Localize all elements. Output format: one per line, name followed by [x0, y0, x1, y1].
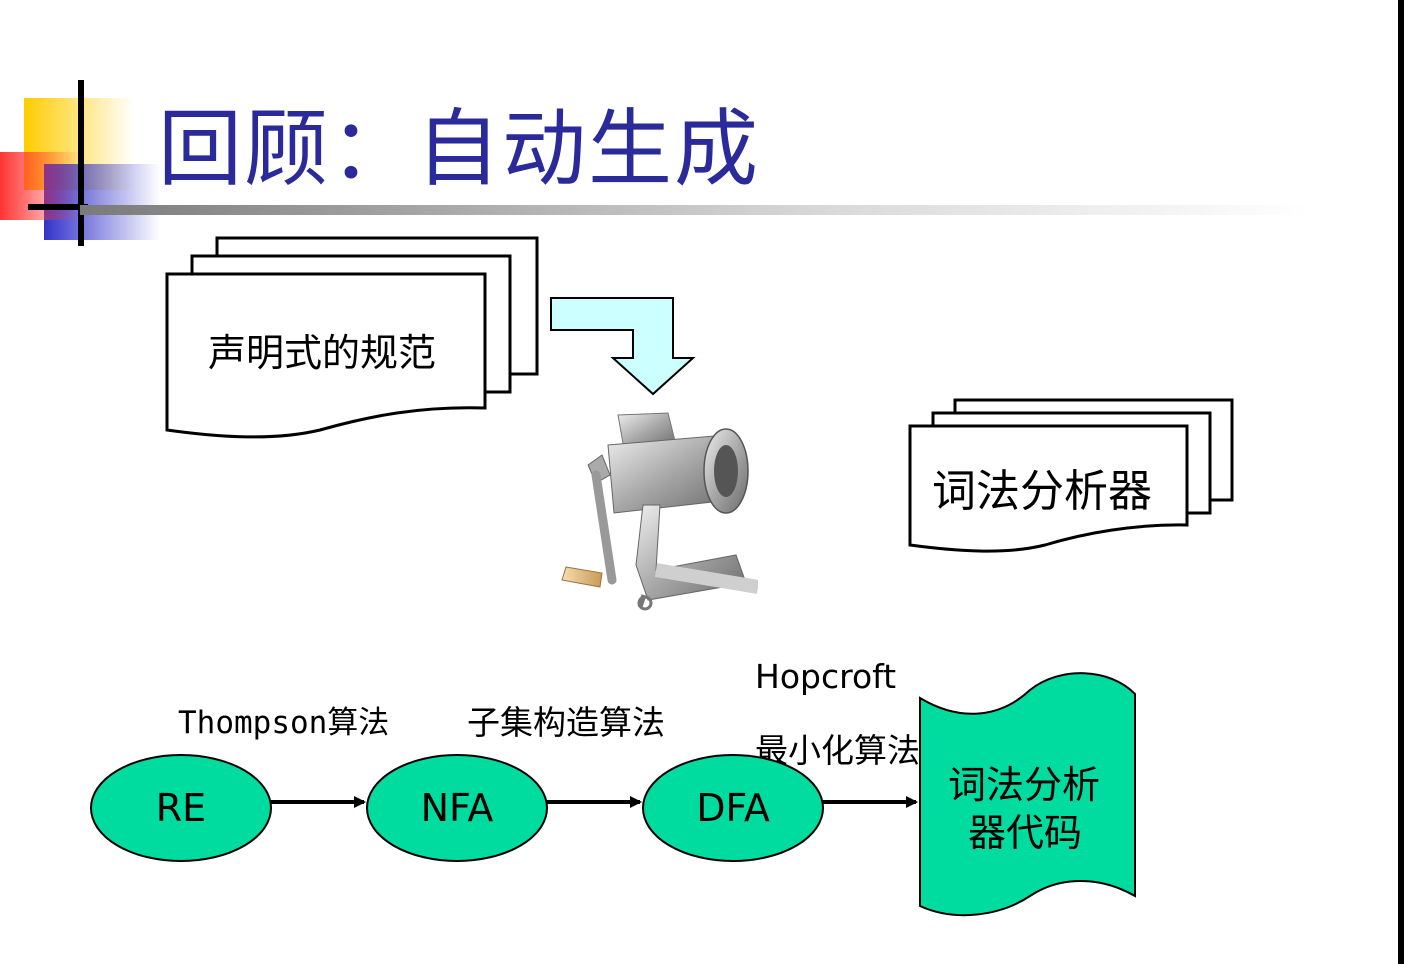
- lexer-code-line-1: 词法分析: [948, 763, 1101, 807]
- spec-document-label: 声明式的规范: [208, 331, 437, 375]
- title-underline: [80, 205, 1310, 215]
- nfa-node: [366, 754, 548, 862]
- re-node-label: RE: [155, 786, 207, 830]
- dfa-node-label: DFA: [696, 786, 770, 830]
- hopcroft-label: Hopcroft: [755, 657, 897, 696]
- meat-grinder-icon: [561, 412, 758, 611]
- nfa-node-label: NFA: [420, 786, 494, 830]
- spec-document-stack: [165, 236, 539, 439]
- lexer-code-line-2: 器代码: [968, 811, 1083, 855]
- slide-right-border: [1398, 0, 1404, 964]
- re-node: [90, 754, 272, 862]
- flow-diagram: [90, 672, 1136, 917]
- lexer-document-label: 词法分析器: [932, 466, 1152, 517]
- lexer-document-stack: [908, 398, 1234, 553]
- subset-construction-label: 子集构造算法: [467, 703, 665, 742]
- lexer-code-shape: [919, 672, 1136, 917]
- bent-arrow-icon: [550, 297, 696, 396]
- dfa-node: [642, 754, 824, 862]
- thompson-label: Thompson算法: [178, 705, 390, 741]
- slide-title: 回顾：自动生成: [158, 100, 761, 198]
- corner-decoration: [0, 80, 160, 246]
